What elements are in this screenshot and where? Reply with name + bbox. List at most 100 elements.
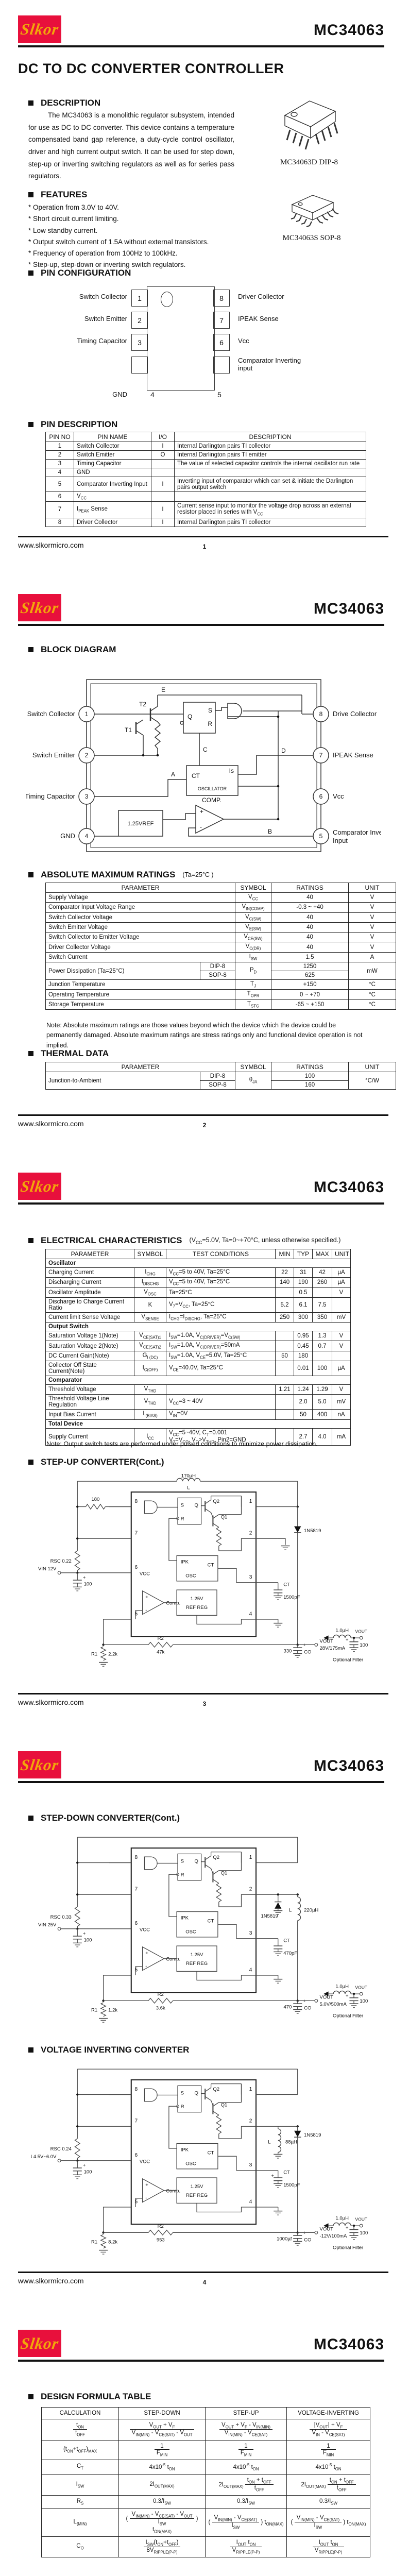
table-cell: I xyxy=(151,501,175,518)
table-cell: 40 xyxy=(271,892,349,903)
section-title: DESCRIPTION xyxy=(41,98,101,108)
svg-text:R: R xyxy=(208,720,212,727)
svg-text:VOUT: VOUT xyxy=(355,1985,368,1990)
table-cell: nA xyxy=(332,1409,351,1420)
svg-text:Optional Filter: Optional Filter xyxy=(333,2245,363,2251)
page-number: 1 xyxy=(202,543,207,550)
table-cell: µA xyxy=(332,1267,351,1278)
table-cell: STEP-DOWN xyxy=(118,2407,206,2419)
svg-text:4: 4 xyxy=(85,833,89,840)
section-title: PIN DESCRIPTION xyxy=(41,419,118,429)
table-cell: Total Device xyxy=(45,1419,351,1429)
page-1: Slkor MC34063 DC TO DC CONVERTER CONTROL… xyxy=(0,0,409,579)
svg-text:1.25VREF: 1.25VREF xyxy=(128,821,154,827)
section-description: DESCRIPTION xyxy=(28,98,100,108)
svg-text:5.0V/500mA: 5.0V/500mA xyxy=(320,2002,347,2007)
pin-pad-7: 7 xyxy=(213,312,230,329)
table-cell: 260 xyxy=(312,1277,332,1288)
table-cell xyxy=(166,1384,276,1395)
table-cell: 50 xyxy=(275,1350,294,1362)
svg-text:Vcc: Vcc xyxy=(333,792,344,800)
table-cell: 1.3 xyxy=(312,1331,332,1342)
svg-text:REF REG: REF REG xyxy=(186,2193,208,2198)
table-cell: I xyxy=(151,517,175,527)
svg-text:-: - xyxy=(145,1607,147,1613)
table-cell: Switch Emitter xyxy=(74,450,151,460)
svg-text:220µH: 220µH xyxy=(304,1908,318,1913)
svg-text:Q1: Q1 xyxy=(221,1870,228,1876)
svg-text:VOUT: VOUT xyxy=(355,2217,368,2222)
svg-text:RSC 0.24: RSC 0.24 xyxy=(50,2146,72,2152)
svg-text:R1: R1 xyxy=(91,2239,97,2245)
svg-text:RSC 0.33: RSC 0.33 xyxy=(50,1914,72,1920)
section-title: BLOCK DIAGRAM xyxy=(41,645,116,654)
svg-text:IPEAK Sense: IPEAK Sense xyxy=(333,751,373,759)
table-cell: ISW=1.0A, VCE=5.0V, Ta=25°C xyxy=(166,1350,276,1362)
svg-text:+: + xyxy=(145,2182,148,2188)
table-cell: Discharging Current xyxy=(45,1277,134,1288)
table-cell xyxy=(275,1409,294,1420)
section-voltage-inverting-converter: VOLTAGE INVERTING CONVERTER xyxy=(28,2045,189,2055)
svg-text:VOUT: VOUT xyxy=(320,1995,334,2001)
svg-text:CT: CT xyxy=(283,1938,290,1943)
table-cell: 2IOUT(MAX) xyxy=(118,2474,206,2496)
svg-text:Comp.: Comp. xyxy=(166,1957,180,1962)
table-row: Collector Off State Current(Note)IC(OFF)… xyxy=(45,1361,351,1377)
svg-text:8: 8 xyxy=(319,710,323,718)
svg-text:6: 6 xyxy=(319,793,323,800)
table-cell: Charging Current xyxy=(45,1267,134,1278)
table-cell: VCE=40.0V, Ta=25°C xyxy=(166,1361,276,1377)
table-cell xyxy=(151,491,175,502)
table-cell: PARAMETER xyxy=(45,1249,134,1259)
table-cell: 50 xyxy=(294,1409,313,1420)
section-step-down-converter: STEP-DOWN CONVERTER(Cont.) xyxy=(28,1813,180,1823)
table-cell: 5 xyxy=(45,477,74,492)
table-cell: Oscillator xyxy=(45,1259,351,1268)
table-cell: V xyxy=(348,912,397,923)
svg-text:E: E xyxy=(161,686,165,693)
table-cell: Switch Collector xyxy=(74,442,151,451)
svg-text:7: 7 xyxy=(134,1531,138,1536)
svg-text:3: 3 xyxy=(85,793,89,800)
svg-text:2: 2 xyxy=(85,752,89,759)
footer-rule xyxy=(18,1114,388,1116)
table-cell: Operating Temperature xyxy=(45,989,236,1000)
svg-text:6: 6 xyxy=(134,2153,138,2158)
table-cell: ISW xyxy=(235,952,272,963)
section-design-formula-table: DESIGN FORMULA TABLE xyxy=(28,2392,151,2402)
pin-label-vcc: Vcc xyxy=(238,337,249,345)
svg-text:Comp.: Comp. xyxy=(166,2189,180,2194)
svg-text:330: 330 xyxy=(283,1649,292,1654)
table-cell: 0 ~ +70 xyxy=(271,989,349,1000)
table-cell: Switch Collector Voltage xyxy=(45,912,236,923)
table-cell: 40 xyxy=(271,912,349,923)
svg-text:100: 100 xyxy=(360,2230,368,2236)
svg-text:7: 7 xyxy=(134,2119,138,2124)
svg-text:CT: CT xyxy=(208,1918,214,1924)
svg-text:VOUT: VOUT xyxy=(320,2227,334,2232)
table-cell: Switch Emitter Voltage xyxy=(45,922,236,933)
svg-text:CT: CT xyxy=(283,1582,290,1587)
ec-note: Note: Output switch tests are performed … xyxy=(46,1440,318,1448)
svg-text:R1: R1 xyxy=(91,2007,97,2013)
table-cell: mA xyxy=(332,1428,351,1446)
bullet-square xyxy=(28,1051,33,1056)
svg-text:2: 2 xyxy=(249,1531,252,1536)
svg-text:+: + xyxy=(83,1575,86,1581)
svg-text:VCC: VCC xyxy=(140,1571,150,1577)
section-suffix: (Ta=25°C ) xyxy=(182,871,214,878)
table-cell: 42 xyxy=(312,1267,332,1278)
